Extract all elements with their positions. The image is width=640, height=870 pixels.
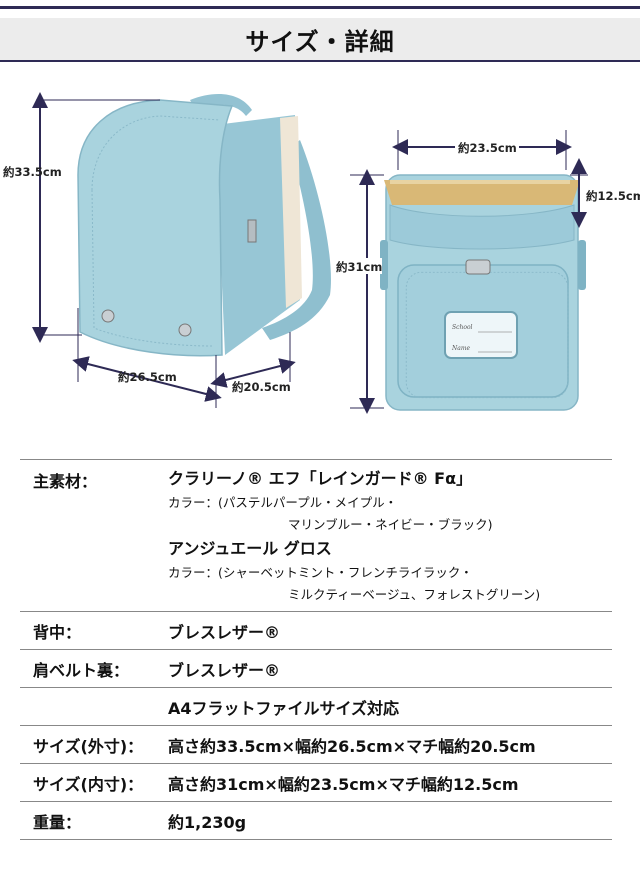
header-bottom-rule bbox=[0, 60, 640, 62]
spec-table: 主素材： クラリーノ® エフ「レインガード® Fα」 カラー：(パステルパープル… bbox=[20, 459, 612, 840]
outer-size-value: 高さ約33.5cm×幅約26.5cm×マチ幅約20.5cm bbox=[168, 736, 536, 756]
spec-row-outer-size: サイズ(外寸)： 高さ約33.5cm×幅約26.5cm×マチ幅約20.5cm bbox=[20, 725, 612, 763]
material2-name: アンジュエール グロス bbox=[168, 539, 332, 558]
spec-row-inner-size: サイズ(内寸)： 高さ約31cm×幅約23.5cm×マチ幅約12.5cm bbox=[20, 763, 612, 801]
spec-row-a4: A4フラットファイルサイズ対応 bbox=[20, 687, 612, 725]
left-width-label: 約26.5cm bbox=[118, 370, 177, 384]
material2-colors-2: ミルクティーベージュ、フォレストグリーン) bbox=[288, 587, 541, 602]
spec-row-back: 背中： ブレスレザー® bbox=[20, 611, 612, 649]
name-tag bbox=[444, 311, 518, 359]
back-value: ブレスレザー® bbox=[168, 622, 281, 642]
left-bag-illustration bbox=[77, 94, 331, 357]
outer-size-label: サイズ(外寸)： bbox=[33, 736, 144, 756]
strap-value: ブレスレザー® bbox=[168, 660, 281, 680]
bag-opening bbox=[384, 180, 580, 205]
spec-row-strap: 肩ベルト裏： ブレスレザー® bbox=[20, 649, 612, 687]
zipper-pull bbox=[465, 259, 491, 275]
back-label: 背中： bbox=[33, 622, 82, 642]
shoulder-strap bbox=[262, 140, 331, 340]
right-depth-label: 約12.5cm bbox=[586, 189, 640, 203]
material1-colors-1: カラー：(パステルパープル・メイプル・ bbox=[168, 495, 398, 510]
right-bag-illustration: School Name bbox=[380, 174, 586, 411]
header: サイズ・詳細 bbox=[0, 0, 640, 62]
left-depth-label: 約20.5cm bbox=[232, 380, 291, 394]
bag-side bbox=[215, 115, 300, 355]
inner-size-value: 高さ約31cm×幅約23.5cm×マチ幅約12.5cm bbox=[168, 774, 519, 794]
side-hook-right bbox=[578, 240, 586, 290]
material2-colors-1: カラー：(シャーベットミント・フレンチライラック・ bbox=[168, 565, 473, 580]
weight-label: 重量： bbox=[33, 812, 82, 832]
strap-top bbox=[190, 94, 252, 116]
header-top-rule bbox=[0, 6, 640, 9]
clasp-right bbox=[178, 323, 192, 337]
title-band: サイズ・詳細 bbox=[0, 18, 640, 60]
left-height-label: 約33.5cm bbox=[3, 165, 62, 179]
clasp-left bbox=[101, 309, 115, 323]
right-height-label: 約31cm bbox=[336, 260, 382, 274]
left-depth-arrow bbox=[210, 358, 296, 388]
back-pad bbox=[280, 116, 302, 308]
inner-pocket bbox=[389, 204, 575, 250]
side-hook-left bbox=[380, 240, 388, 290]
inner-size-label: サイズ(内寸)： bbox=[33, 774, 144, 794]
strap-label: 肩ベルト裏： bbox=[33, 660, 130, 680]
name-tag-name: Name bbox=[451, 345, 471, 352]
bag-front bbox=[77, 99, 234, 357]
left-width-arrow bbox=[72, 356, 222, 402]
side-hook bbox=[247, 219, 257, 243]
material1-name: クラリーノ® エフ「レインガード® Fα」 bbox=[168, 469, 473, 488]
product-figure: 約33.5cm 約26.5cm 約20.5cm School Name bbox=[0, 70, 640, 430]
material-label: 主素材： bbox=[33, 472, 98, 491]
spec-row-material: 主素材： クラリーノ® エフ「レインガード® Fα」 カラー：(パステルパープル… bbox=[20, 459, 612, 611]
page-title: サイズ・詳細 bbox=[245, 27, 395, 56]
material1-colors-2: マリンブルー・ネイビー・ブラック) bbox=[288, 517, 493, 532]
spec-row-weight: 重量： 約1,230g bbox=[20, 801, 612, 840]
right-width-label: 約23.5cm bbox=[458, 141, 517, 155]
name-tag-school: School bbox=[452, 324, 473, 331]
weight-value: 約1,230g bbox=[168, 812, 247, 832]
dimension-diagram: 約33.5cm 約26.5cm 約20.5cm School Name bbox=[3, 92, 640, 414]
a4-value: A4フラットファイルサイズ対応 bbox=[168, 698, 400, 718]
